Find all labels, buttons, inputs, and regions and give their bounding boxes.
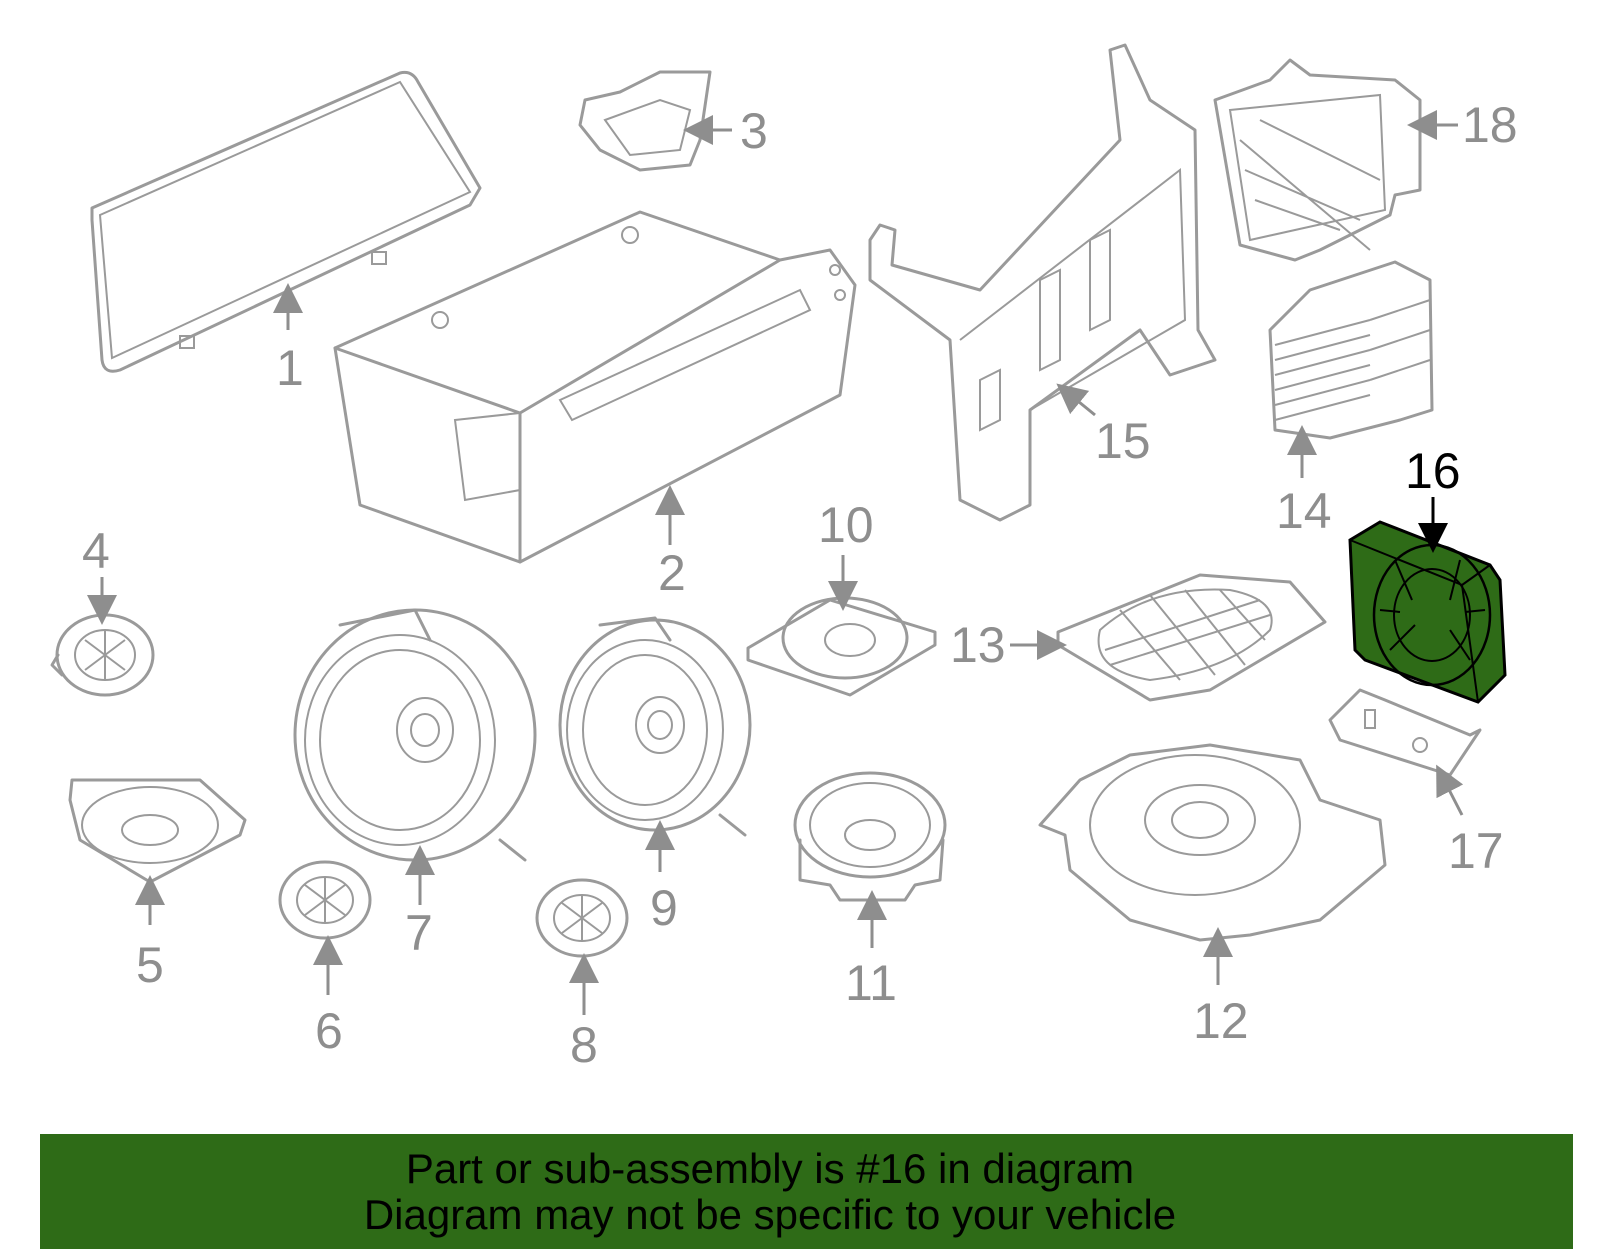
part-14-amplifier[interactable] <box>1268 260 1434 440</box>
part-13-grille[interactable] <box>1056 573 1327 702</box>
callout-16: 16 <box>1405 443 1461 499</box>
callout-5: 5 <box>136 937 164 993</box>
part-2-head-unit[interactable] <box>333 210 857 564</box>
callout-labels: 1 2 3 4 5 6 7 8 9 10 11 12 13 14 15 16 1… <box>82 97 1518 1073</box>
callout-8: 8 <box>570 1017 598 1073</box>
part-15-mounting-bracket[interactable] <box>868 43 1217 522</box>
callout-1: 1 <box>276 340 304 396</box>
part-12-subwoofer[interactable] <box>1038 743 1387 942</box>
part-7-speaker[interactable] <box>293 608 537 862</box>
part-10-speaker[interactable] <box>746 596 937 697</box>
callout-17: 17 <box>1448 823 1504 879</box>
part-9-speaker[interactable] <box>558 616 752 837</box>
callout-9: 9 <box>650 880 678 936</box>
banner-line-1: Part or sub-assembly is #16 in diagram <box>405 1145 1135 1192</box>
info-banner: Part or sub-assembly is #16 in diagram D… <box>40 1134 1573 1249</box>
callout-11: 11 <box>845 955 897 1011</box>
part-18-module[interactable] <box>1213 58 1422 262</box>
part-8-tweeter[interactable] <box>535 878 629 958</box>
callout-15: 15 <box>1095 413 1151 469</box>
part-3-bracket[interactable] <box>578 70 712 172</box>
callout-4: 4 <box>82 523 110 579</box>
part-4-tweeter[interactable] <box>50 613 155 697</box>
callout-12: 12 <box>1193 993 1249 1049</box>
leader-arrows <box>87 110 1464 1015</box>
callout-10: 10 <box>818 497 874 553</box>
callout-2: 2 <box>658 545 686 601</box>
part-11-speaker[interactable] <box>793 771 947 902</box>
callout-3: 3 <box>740 103 768 159</box>
part-17-bracket[interactable] <box>1328 688 1482 777</box>
callout-7: 7 <box>405 905 433 961</box>
banner-line-2: Diagram may not be specific to your vehi… <box>363 1191 1177 1238</box>
callout-14: 14 <box>1276 483 1332 539</box>
callout-18: 18 <box>1462 97 1518 153</box>
part-16-subwoofer[interactable] <box>1348 520 1507 704</box>
callout-6: 6 <box>315 1003 343 1059</box>
part-5-speaker[interactable] <box>68 778 247 884</box>
part-6-tweeter[interactable] <box>278 860 372 940</box>
callout-13: 13 <box>950 617 1006 673</box>
part-1-display[interactable] <box>90 70 482 373</box>
